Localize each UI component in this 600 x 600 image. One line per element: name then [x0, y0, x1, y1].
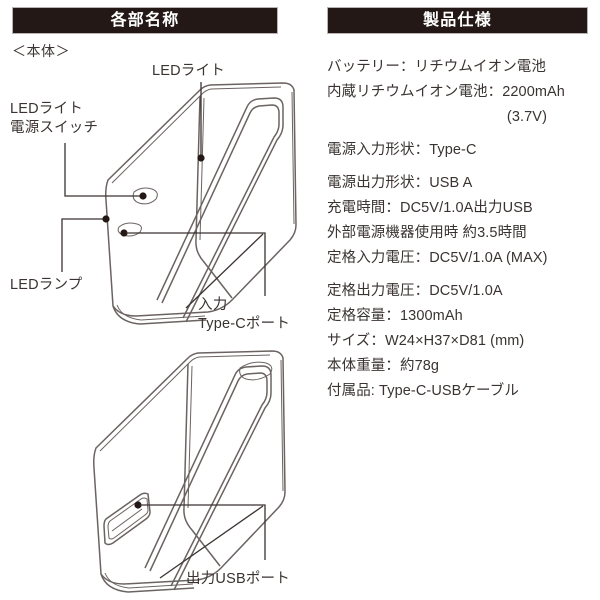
spec-line: 外部電源機器使用時 約3.5時間 [327, 225, 527, 241]
device-illustration-front [105, 82, 297, 325]
callout-input-typec-line2: Type-Cポート [198, 316, 291, 332]
callout-output-usb: 出力USBポート [186, 571, 290, 587]
spec-line: バッテリー：リチウムイオン電池 [327, 59, 546, 75]
callout-led-light: LEDライト [152, 63, 225, 79]
spec-line: サイズ：W24×H37×D81 (mm) [327, 333, 525, 349]
spec-line: (3.7V) [506, 109, 547, 125]
spec-line: 定格出力電圧：DC5V/1.0A [327, 283, 503, 299]
specification-list: バッテリー：リチウムイオン電池内蔵リチウムイオン電池：2200mAh (3.7V)… [327, 55, 595, 404]
callout-power-switch: LEDライト 電源スイッチ [10, 100, 98, 138]
spec-line: 充電時間：DC5V/1.0A出力USB [327, 200, 533, 216]
spec-line: 定格入力電圧：DC5V/1.0A (MAX) [327, 250, 548, 266]
section-header-part-names-label: 各部名称 [110, 11, 180, 29]
callout-power-switch-line2: 電源スイッチ [10, 120, 99, 136]
callout-power-switch-line1: LEDライト [10, 101, 83, 117]
spec-line: 定格容量：1300mAh [327, 308, 463, 324]
leader-power-switch [64, 143, 147, 200]
leader-led-lamp [61, 215, 110, 272]
callout-led-lamp: LEDランプ [10, 277, 83, 293]
section-header-part-names: 各部名称 [12, 7, 278, 34]
leader-output-usb [134, 501, 266, 579]
leader-led-light [197, 82, 205, 162]
section-header-specifications: 製品仕様 [327, 7, 588, 34]
spec-line: 付属品: Type-C-USBケーブル [327, 383, 519, 399]
spec-line: 電源入力形状：Type-C [327, 142, 477, 158]
callout-input-typec-line1: 入力 [198, 297, 228, 313]
device-illustration-back [93, 350, 286, 593]
spec-line: 電源出力形状：USB A [327, 175, 473, 191]
main-unit-tag: ＜本体＞ [12, 43, 70, 59]
spec-line: 内蔵リチウムイオン電池：2200mAh [327, 84, 565, 100]
callout-input-typec: 入力 Type-Cポート [198, 296, 290, 334]
spec-line: 本体重量：約78g [327, 358, 440, 374]
section-header-specifications-label: 製品仕様 [423, 11, 492, 29]
